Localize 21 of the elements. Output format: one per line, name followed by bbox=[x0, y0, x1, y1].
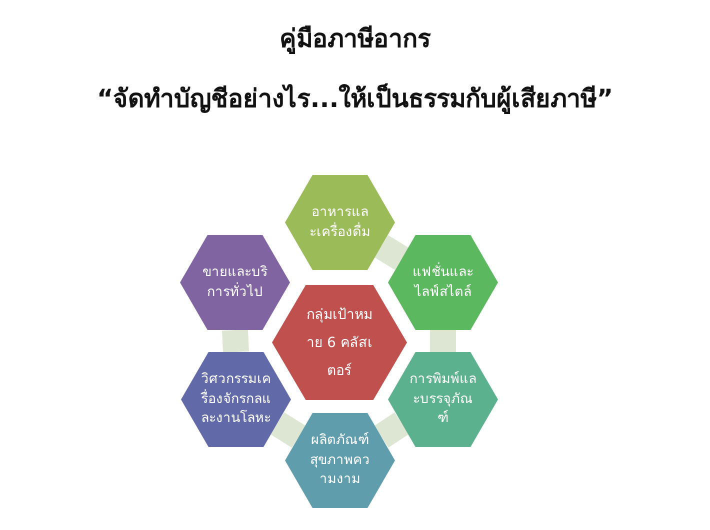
hexagon-label: แฟชั่นและไลฟ์สไตล์ bbox=[412, 262, 474, 302]
hexagon bbox=[285, 175, 395, 270]
hexagon bbox=[388, 235, 498, 330]
title: คู่มือภาษีอากร bbox=[278, 23, 432, 56]
hexagon-label: อาหารและเครื่องดื่ม bbox=[309, 202, 371, 242]
hexagon-label: วิศวกรรมเครื่องจักรกลและงานโลหะ bbox=[200, 370, 272, 428]
hexagon bbox=[388, 352, 498, 447]
subtitle: “จัดทำบัญชีอย่างไร...ให้เป็นธรรมกับผู้เสียภาษี” bbox=[96, 82, 614, 116]
connector-band bbox=[270, 412, 306, 448]
connector-band bbox=[222, 329, 249, 353]
connector-band bbox=[430, 330, 456, 352]
hexagon bbox=[285, 413, 395, 508]
hexagon bbox=[180, 235, 290, 330]
connector-band bbox=[374, 235, 409, 270]
hexagon-label: ผลิตภัณฑ์สุขภาพความงาม bbox=[309, 431, 371, 490]
hexagon-label: ขายและบริการทั่วไป bbox=[202, 262, 268, 302]
hexagon-label: กลุ่มเป้าหมาย 6 คลัสเตอร์ bbox=[306, 306, 374, 380]
connector-band bbox=[374, 412, 409, 448]
hexagon bbox=[181, 352, 291, 447]
hexagon bbox=[272, 285, 407, 400]
hexagon-label: การพิมพ์และบรรจุภัณฑ์ bbox=[408, 370, 478, 428]
